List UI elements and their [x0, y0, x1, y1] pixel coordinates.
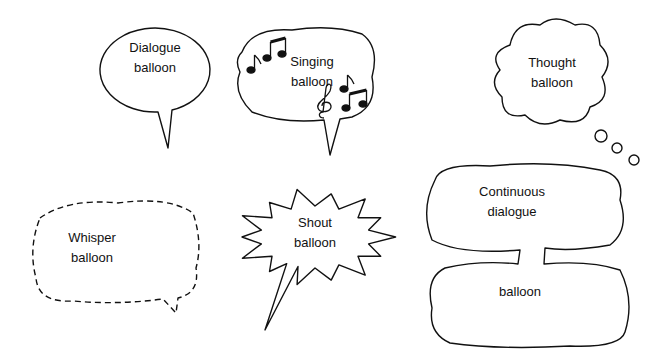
music-notes [247, 38, 367, 118]
balloon-shape [33, 201, 199, 313]
balloon-outline [28, 193, 203, 318]
note-stem [366, 90, 367, 104]
balloon-shape [100, 28, 210, 148]
balloon-shape [237, 28, 374, 155]
continuous-dialogue-balloon: Continuous dialogue balloon [420, 160, 635, 350]
note-stem [254, 55, 255, 70]
dialogue-balloon: Dialogue balloon [100, 28, 210, 112]
note-beam [271, 38, 286, 42]
balloon-label: Shout balloon [285, 213, 345, 253]
thought-bubble [595, 130, 607, 142]
singing-balloon: Singing balloon [232, 22, 378, 122]
balloon-shape [427, 164, 629, 348]
note-flag [255, 55, 262, 64]
thought-bubble [629, 155, 639, 165]
note-flag [348, 75, 355, 84]
note-head [340, 86, 348, 92]
thought-bubbles [595, 130, 639, 165]
balloon-label: Continuous dialogue [470, 182, 554, 222]
note-beam [350, 90, 367, 94]
balloon-label: Dialogue balloon [119, 38, 191, 78]
note-stem [270, 42, 271, 58]
balloon-shape [494, 19, 608, 124]
note-stem [349, 94, 350, 108]
treble-clef [318, 84, 331, 118]
balloon-label: Whisper balloon [59, 228, 125, 268]
thought-bubble [612, 143, 622, 153]
note-stem [285, 38, 286, 54]
balloon-label: Singing balloon [280, 52, 344, 92]
thought-balloon: Thought balloon [490, 15, 610, 127]
balloon-label: balloon [478, 282, 562, 302]
balloon-label: Thought balloon [519, 53, 585, 93]
note-head [359, 101, 367, 107]
note-head [263, 55, 271, 61]
note-head [247, 67, 255, 73]
note-head [342, 105, 350, 111]
balloon-outline [235, 192, 395, 332]
balloon-outline [490, 15, 610, 127]
note-head [278, 51, 286, 57]
whisper-balloon: Whisper balloon [28, 193, 203, 318]
note-stem [347, 75, 348, 89]
shout-balloon: Shout balloon [235, 192, 395, 332]
balloon-outline [232, 22, 378, 122]
balloon-shape [242, 190, 396, 331]
